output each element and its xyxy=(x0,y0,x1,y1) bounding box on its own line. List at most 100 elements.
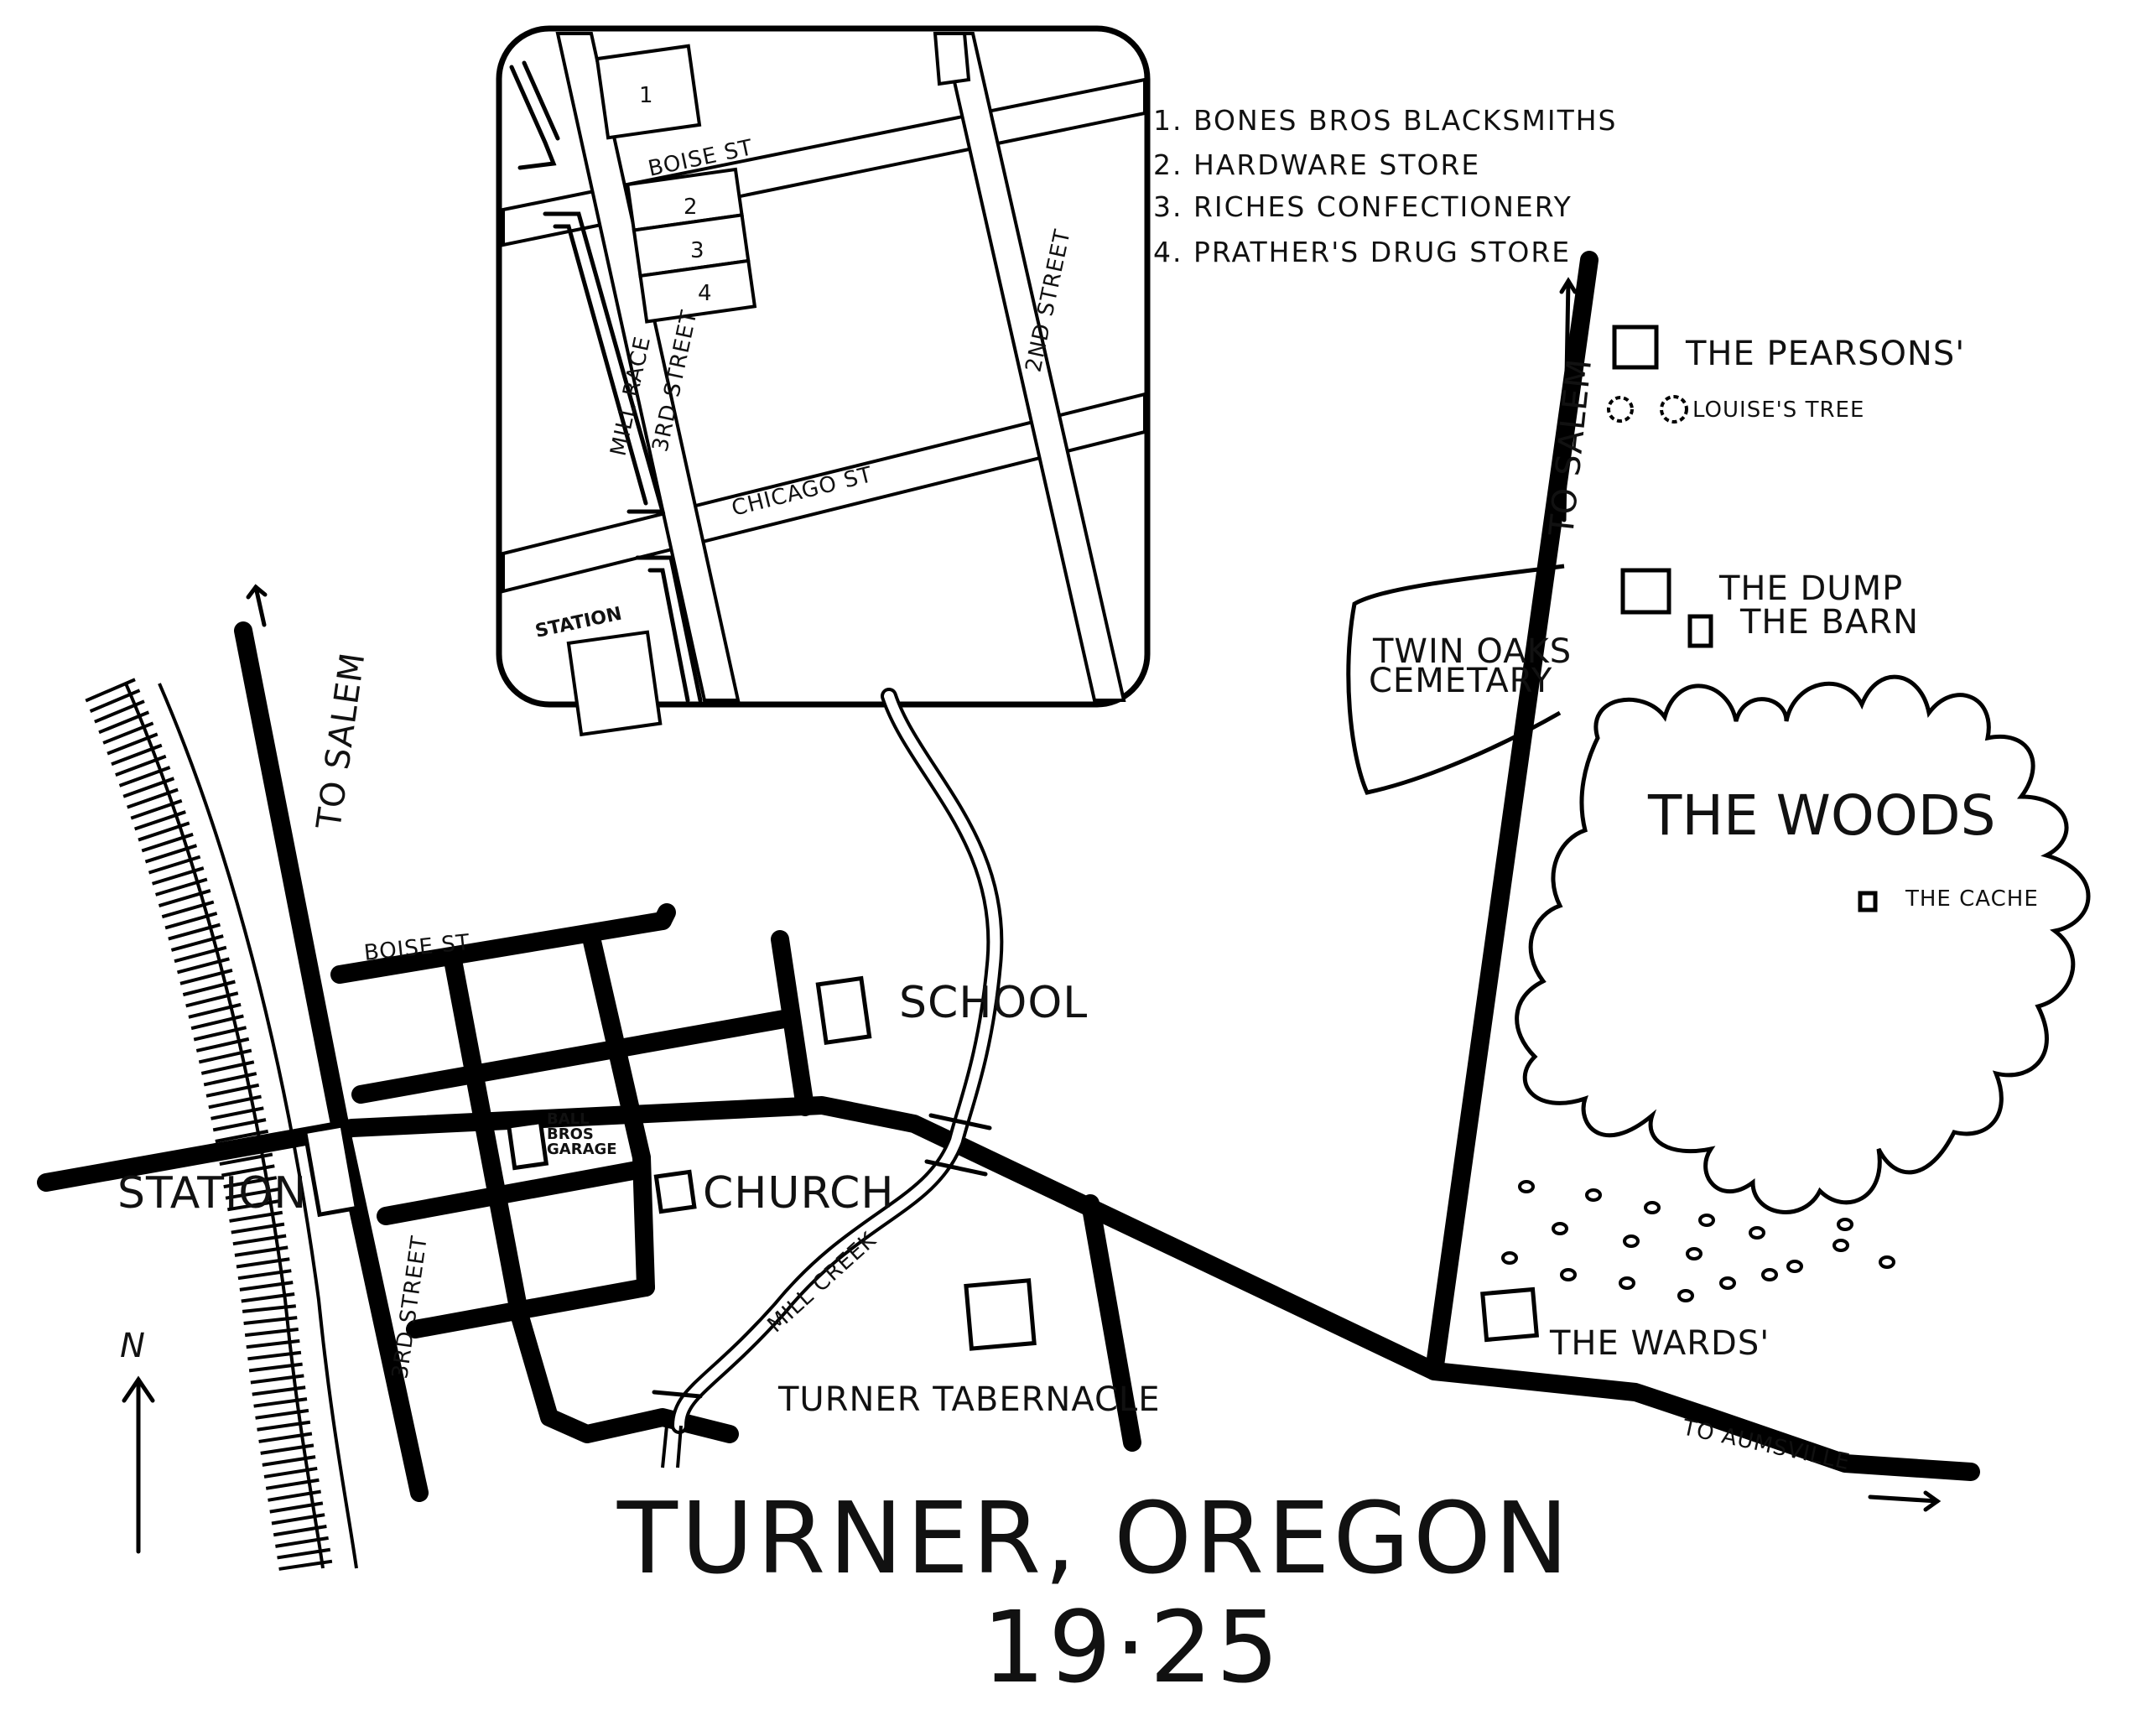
rail-tie xyxy=(241,1292,295,1303)
rail-tie xyxy=(243,1316,298,1325)
map-title: TURNER, OREGON 19·25 xyxy=(616,1480,1568,1705)
ball-bros-garage-label-2: BROS xyxy=(547,1125,594,1143)
rail-tie xyxy=(118,766,171,787)
rail-tie xyxy=(263,1466,318,1479)
church-label: CHURCH xyxy=(703,1168,894,1219)
rail-tie xyxy=(269,1501,324,1514)
title-line-2: 19·25 xyxy=(982,1589,1282,1705)
woods xyxy=(1501,395,2091,1302)
rail-tie xyxy=(164,912,218,930)
ball-bros-garage-label-1: BALL xyxy=(547,1110,590,1128)
rail-tie xyxy=(138,821,190,842)
rail-tie xyxy=(111,743,163,767)
school-building xyxy=(815,975,872,1045)
to-salem-east-label: TO SALEM xyxy=(1542,356,1599,538)
dump-building xyxy=(1620,568,1671,615)
mill-creek xyxy=(652,688,1004,1468)
small-tree-icon xyxy=(1761,1268,1778,1281)
small-tree-icon xyxy=(1644,1201,1661,1214)
small-tree-icon xyxy=(1677,1289,1694,1302)
rail-tie xyxy=(102,721,154,745)
rail-tie xyxy=(262,1455,316,1467)
small-tree-icon xyxy=(1619,1276,1635,1290)
rail-tie xyxy=(232,1234,287,1246)
rail-tie xyxy=(273,1525,327,1537)
ball-bros-garage-building xyxy=(506,1119,549,1171)
woods-label: THE WOODS xyxy=(1647,783,1996,848)
rail-tie xyxy=(253,1397,308,1408)
rail-tie xyxy=(223,1176,278,1189)
rail-tie xyxy=(244,1328,299,1338)
small-tree-icon xyxy=(1879,1255,1895,1269)
rail-tie xyxy=(185,991,239,1008)
rail-tie xyxy=(260,1443,315,1455)
buildings xyxy=(302,325,1878,1351)
small-tree-icon xyxy=(1786,1260,1803,1273)
rail-tie xyxy=(94,699,145,724)
rail-tie xyxy=(115,754,167,777)
rail-tie xyxy=(107,732,159,756)
cemetery-outline xyxy=(1346,564,1565,795)
rail-tie xyxy=(252,1385,306,1396)
lots-2-3-4 xyxy=(625,167,757,324)
wards-label: THE WARDS' xyxy=(1549,1324,1770,1363)
rail-tie xyxy=(242,1304,297,1313)
small-tree-icon xyxy=(1698,1214,1715,1227)
pearsons-house xyxy=(1612,325,1659,370)
rail-tie xyxy=(158,889,211,907)
inset-lot-2-number: 2 xyxy=(684,195,699,220)
rail-tie xyxy=(265,1478,320,1490)
inset-lot-4-number: 4 xyxy=(698,281,713,306)
louises-tree-icon xyxy=(1660,395,1688,424)
school-label: SCHOOL xyxy=(899,978,1088,1028)
station-label: STATION xyxy=(117,1168,307,1219)
church-building xyxy=(653,1169,697,1214)
barn-building xyxy=(1687,614,1713,648)
rail-tie xyxy=(219,1152,273,1167)
rail-tie xyxy=(215,1129,269,1143)
rail-tie xyxy=(193,1026,247,1042)
twin-oaks-label-2: CEMETARY xyxy=(1369,662,1552,700)
rail-tie xyxy=(247,1350,302,1361)
rail-tie xyxy=(258,1432,313,1443)
legend: 1. BONES BROS BLACKSMITHS 2. HARDWARE ST… xyxy=(1153,104,1618,268)
rail-tie xyxy=(239,1281,294,1292)
direction-arrows xyxy=(122,277,1942,1554)
rail-tie xyxy=(268,1489,321,1502)
rail-tie xyxy=(277,1547,331,1560)
legend-item-1: 1. BONES BROS BLACKSMITHS xyxy=(1153,104,1618,137)
rail-tie xyxy=(225,1188,279,1200)
rail-tie xyxy=(211,1106,264,1120)
rail-tie xyxy=(212,1118,267,1132)
small-tree-icon xyxy=(1585,1188,1602,1202)
small-tree-icon xyxy=(1719,1276,1736,1290)
rail-tie xyxy=(174,945,227,964)
rail-tie xyxy=(152,866,205,886)
rail-tie xyxy=(161,900,215,919)
legend-item-3: 3. RICHES CONFECTIONERY xyxy=(1153,190,1573,223)
rail-tie xyxy=(246,1338,300,1349)
rail-tie xyxy=(248,1362,303,1373)
ball-bros-garage-label-3: GARAGE xyxy=(547,1141,617,1158)
rail-tie xyxy=(130,798,183,820)
inset-map: 1 2 3 4 BOISE ST CHICAGO ST 3RD STREET 2… xyxy=(496,25,1151,737)
rail-tie xyxy=(176,957,230,975)
rail-tie xyxy=(190,1014,244,1031)
rail-tie xyxy=(221,1164,275,1177)
rail-tie xyxy=(168,923,221,941)
rail-tie xyxy=(237,1269,292,1281)
rail-tie xyxy=(188,1002,242,1019)
small-tree-icon xyxy=(1837,1218,1853,1231)
inset-station-building xyxy=(566,630,663,737)
rail-tie xyxy=(148,855,201,875)
tabernacle-building xyxy=(964,1278,1037,1351)
rail-tie xyxy=(200,1060,255,1075)
rail-tie xyxy=(98,710,150,735)
lot-1 xyxy=(595,44,702,140)
rail-tie xyxy=(170,934,224,952)
rail-tie xyxy=(198,1048,252,1064)
small-tree-icon xyxy=(1623,1234,1640,1248)
rail-tie xyxy=(144,844,198,864)
rail-tie xyxy=(89,689,141,713)
rail-tie xyxy=(234,1245,289,1257)
